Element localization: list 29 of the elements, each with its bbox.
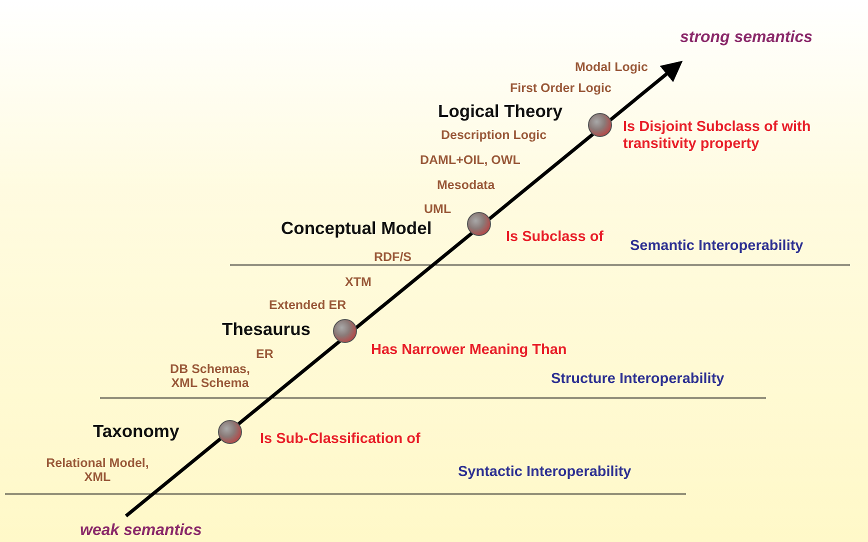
axis-end-label: weak semantics xyxy=(80,522,202,540)
interoperability-label: Structure Interoperability xyxy=(551,371,724,388)
interoperability-label: Semantic Interoperability xyxy=(630,238,804,255)
level-heading: Taxonomy xyxy=(93,421,180,442)
relation-label: Has Narrower Meaning Than xyxy=(371,342,567,359)
sphere-marker xyxy=(467,212,491,236)
relation-label: Is Sub-Classification of xyxy=(260,431,420,448)
language-label: ER xyxy=(256,347,274,362)
language-label: Relational Model, XML xyxy=(45,456,150,485)
language-label: XTM xyxy=(345,275,372,290)
level-heading: Conceptual Model xyxy=(281,218,432,238)
level-heading: Thesaurus xyxy=(222,319,310,340)
language-label: DB Schemas, XML Schema xyxy=(169,362,251,391)
language-label: RDF/S xyxy=(374,250,412,264)
language-label: Mesodata xyxy=(437,178,495,192)
sphere-marker xyxy=(333,319,357,343)
language-label: First Order Logic xyxy=(510,81,612,96)
language-label: Modal Logic xyxy=(575,60,648,74)
sphere-marker xyxy=(218,420,242,444)
language-label: Description Logic xyxy=(441,128,547,142)
interoperability-label: Syntactic Interoperability xyxy=(458,464,632,481)
language-label: UML xyxy=(424,202,452,216)
sphere-marker xyxy=(588,113,612,137)
level-heading: Logical Theory xyxy=(438,101,562,122)
relation-label: Is Subclass of xyxy=(506,229,604,246)
relation-label: Is Disjoint Subclass of with transitivity property xyxy=(623,119,812,152)
axis-end-label: strong semantics xyxy=(680,29,812,48)
language-label: DAML+OIL, OWL xyxy=(420,153,520,168)
language-label: Extended ER xyxy=(269,298,346,312)
